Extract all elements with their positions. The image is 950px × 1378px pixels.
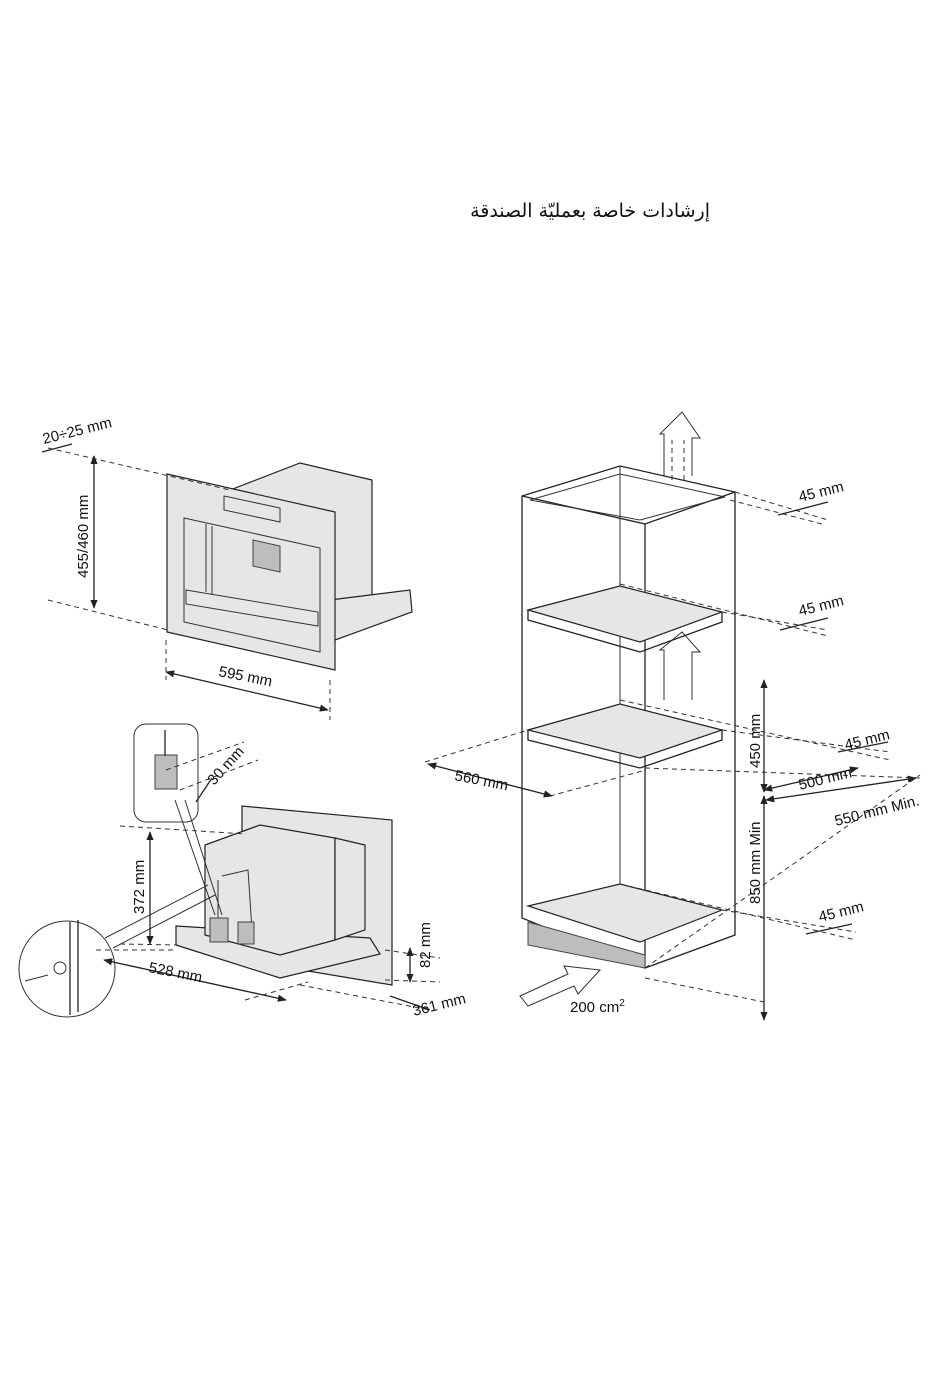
vent-area-value: 200 cm [570,999,619,1016]
label-unit-depth: 361 mm [411,990,468,1020]
label-cabinet-width: 560 mm [453,767,509,794]
vent-area-exponent: 2 [619,998,625,1009]
pipe-fitting [155,755,177,789]
water-connector [210,918,228,942]
label-front-height: 455/460 mm [75,495,92,578]
label-vent-area: 200 cm2 [570,998,625,1016]
upper-shelf [528,586,722,642]
appliance-front-view [167,463,412,670]
label-unit-width: 528 mm [147,959,203,986]
appliance-rear-view [19,724,392,1017]
label-niche-depth: 500 mm [797,764,854,794]
coffee-spout [253,540,280,572]
vent-arrow-top [660,412,700,476]
clamp-screw [54,962,66,974]
power-plug [238,922,254,944]
label-top-gap: 45 mm [797,478,846,506]
label-base-height: 82 mm [417,922,434,968]
label-niche-height: 450 mm [747,714,764,768]
label-cabinet-depth-min: 550 mm Min. [833,792,921,829]
label-shelf-gap-upper: 45 mm [797,592,846,620]
label-shelf-gap-middle: 45 mm [843,726,892,754]
detail-bubble-clamp [19,921,115,1017]
label-floor-height-min: 850 mm Min [747,821,764,904]
label-unit-height: 372 mm [131,860,148,914]
cabinet-dimension-lines [425,492,920,1020]
label-bottom-gap: 45 mm [817,898,866,926]
label-panel-gap: 20÷25 mm [41,414,114,448]
cabinet-view [520,412,735,1006]
